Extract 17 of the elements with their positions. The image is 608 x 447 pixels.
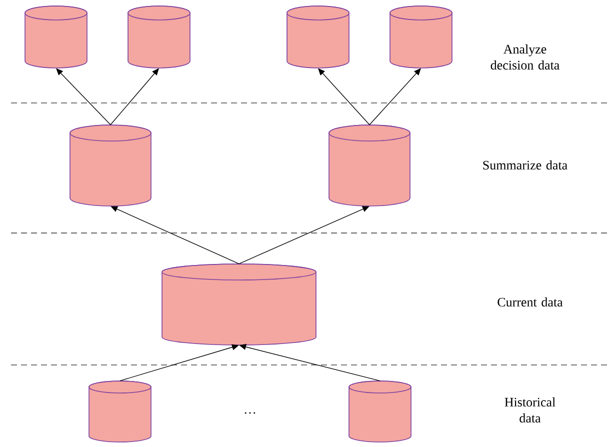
- cylinder: [24, 6, 88, 68]
- layer-label: Summarize data: [483, 160, 568, 170]
- layer-label: Historical data: [504, 397, 556, 423]
- cylinder: [348, 380, 412, 442]
- cylinder: [70, 124, 152, 206]
- cylinder: [328, 124, 410, 206]
- arrow: [110, 206, 240, 264]
- layer-label: Current data: [498, 297, 563, 307]
- cylinder: [390, 6, 452, 68]
- cylinder: [128, 6, 190, 68]
- layer-label: Analyze decision data: [490, 44, 560, 70]
- ellipsis: …: [244, 412, 256, 414]
- arrow: [56, 68, 111, 126]
- arrow: [238, 206, 370, 264]
- cylinder: [88, 380, 152, 442]
- cylinder: [162, 264, 316, 346]
- cylinder: [286, 6, 350, 68]
